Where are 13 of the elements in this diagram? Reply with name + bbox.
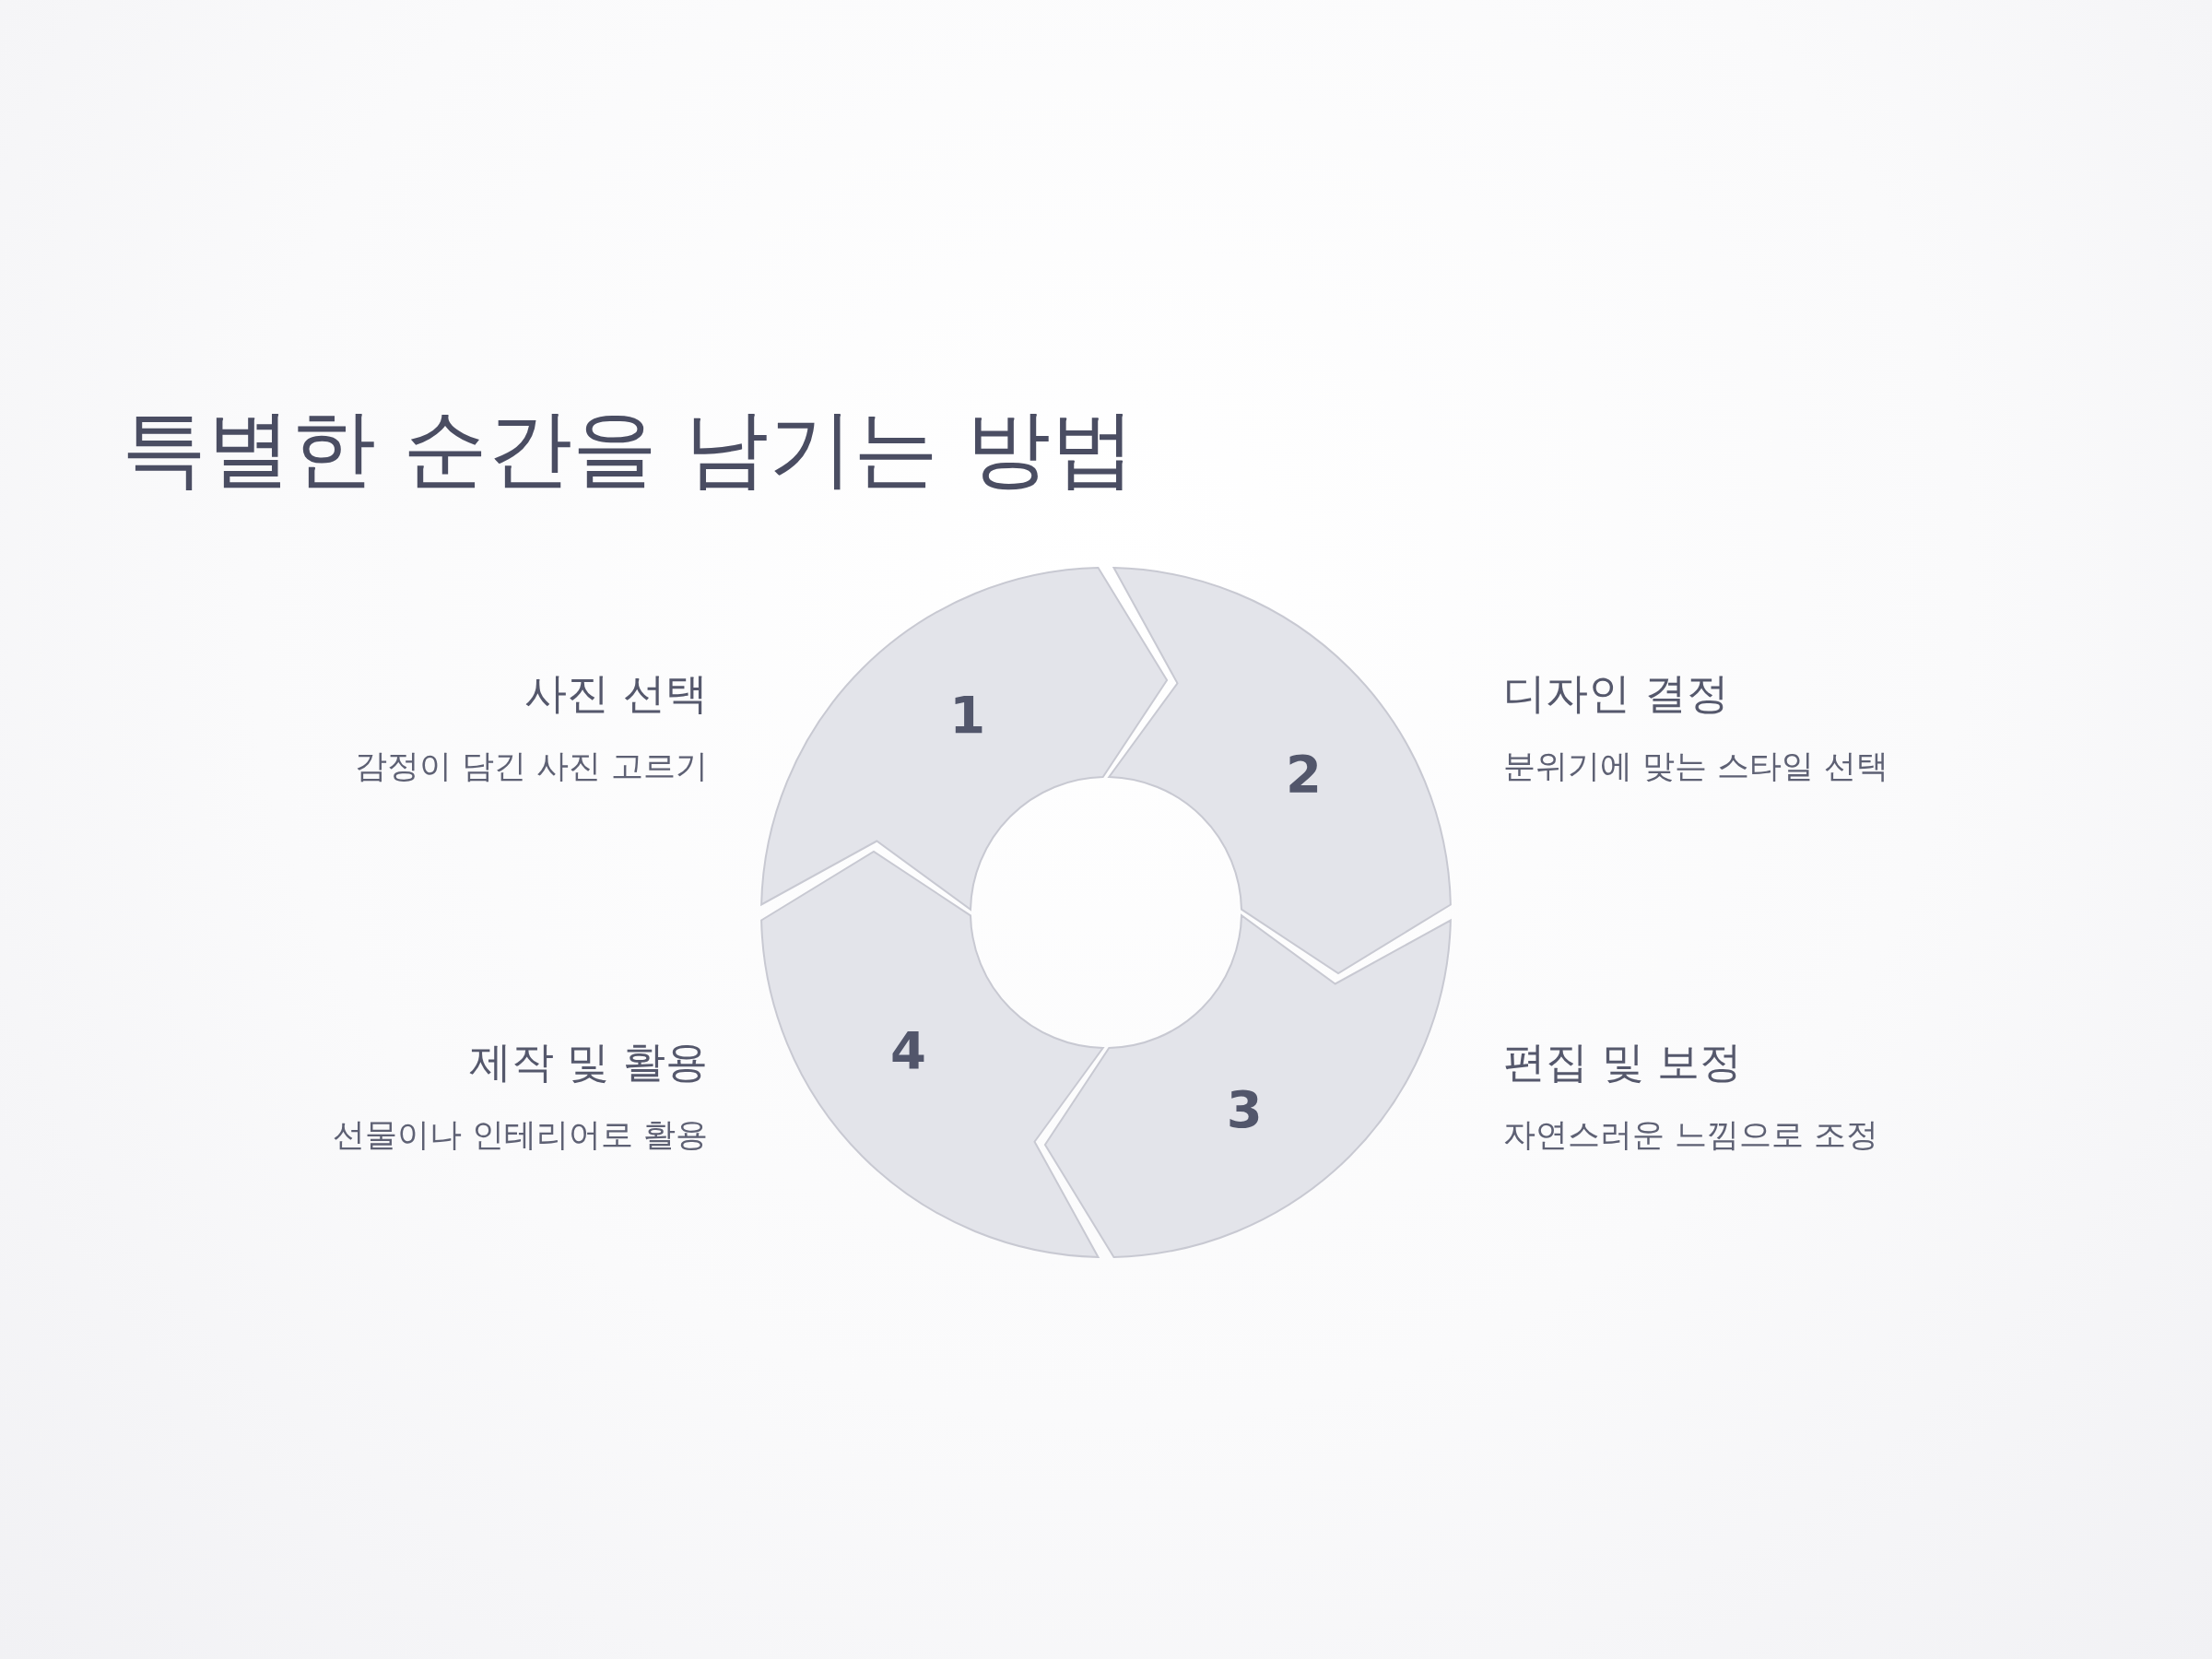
title: 특별한 순간을 남기는 방법 — [122, 398, 1135, 500]
step-number: 3 — [1226, 1084, 1263, 1136]
step-title: 사진 선택 — [524, 668, 708, 720]
step-title: 편집 및 보정 — [1503, 1037, 1743, 1088]
step-number: 2 — [1285, 747, 1322, 800]
step-number: 4 — [890, 1025, 926, 1077]
step-description: 감정이 담긴 사진 고르기 — [354, 747, 708, 785]
step-description: 선물이나 인테리어로 활용 — [332, 1115, 708, 1154]
step-title: 제작 및 활용 — [468, 1037, 708, 1088]
step-number: 1 — [949, 688, 986, 741]
step-description: 분위기에 맞는 스타일 선택 — [1503, 747, 1889, 785]
step-title: 디자인 결정 — [1503, 668, 1729, 720]
step-description: 자연스러운 느낌으로 조정 — [1503, 1115, 1879, 1154]
